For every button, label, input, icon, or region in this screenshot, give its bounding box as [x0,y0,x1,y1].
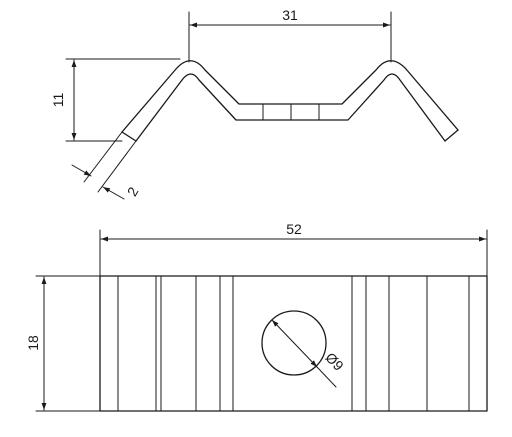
plan-view-outline [99,275,488,412]
side-view-outer-profile [121,60,459,133]
dimension-11: 11 [50,58,181,142]
dimension-hole-diameter: Ø9 [271,319,347,388]
side-view: 31 11 2 [50,7,459,200]
dimension-label: 18 [25,335,41,351]
mounting-hole [261,310,327,376]
side-view-inner-profile [135,73,446,142]
dimension-label: 2 [124,184,142,199]
dimension-line [271,319,318,368]
extension-line [83,131,123,183]
side-view-left-end [121,131,137,142]
dimension-label: 31 [282,7,298,23]
plan-view: 52 18 Ø9 [25,221,488,412]
side-view-right-end [444,129,459,142]
dimension-18: 18 [25,275,101,412]
dimension-arrow [102,186,125,200]
dimension-label: Ø9 [322,349,347,374]
extension-line [97,140,137,193]
dimension-52: 52 [99,221,488,277]
dimension-label: 52 [286,221,302,237]
leader-line [316,366,337,388]
dimension-label: 11 [50,93,66,108]
dimension-31: 31 [188,7,392,63]
dimension-arrow [71,164,92,177]
dimension-2: 2 [71,131,142,200]
